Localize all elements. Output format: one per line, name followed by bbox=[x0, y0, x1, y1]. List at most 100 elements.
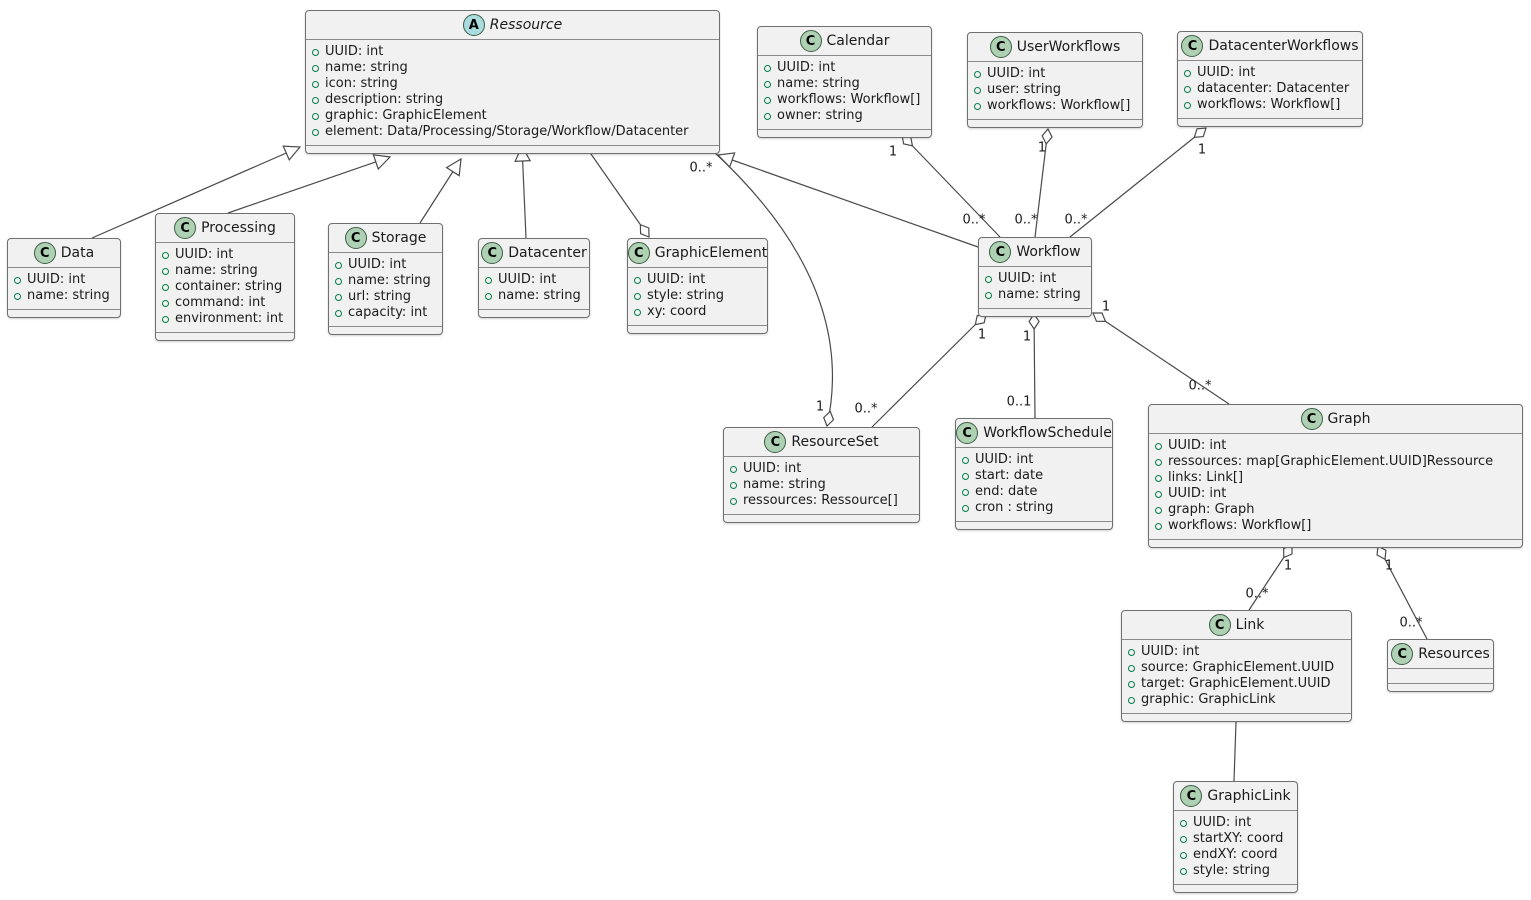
class-icon: C bbox=[764, 431, 787, 453]
aggregation-diamond-icon bbox=[1041, 127, 1053, 145]
field-visibility-icon bbox=[162, 251, 169, 259]
attribute-row: style: string bbox=[634, 288, 761, 304]
methods-compartment bbox=[979, 308, 1091, 316]
attribute-text: UUID: int bbox=[647, 272, 706, 287]
multiplicity-label: 1 bbox=[977, 327, 987, 343]
attribute-row: name: string bbox=[14, 288, 114, 304]
attribute-row: endXY: coord bbox=[1180, 847, 1291, 863]
field-visibility-icon bbox=[1184, 69, 1191, 77]
multiplicity-label: 1 bbox=[1037, 140, 1047, 156]
attribute-row: UUID: int bbox=[335, 257, 436, 273]
field-visibility-icon bbox=[764, 112, 771, 120]
class-icon: C bbox=[627, 242, 650, 264]
field-visibility-icon bbox=[1155, 442, 1162, 450]
attribute-text: style: string bbox=[1193, 863, 1271, 878]
attribute-text: workflows: Workflow[] bbox=[1168, 518, 1312, 533]
attribute-row: UUID: int bbox=[1155, 486, 1516, 502]
attribute-text: UUID: int bbox=[975, 452, 1034, 467]
class-name: ResourceSet bbox=[791, 434, 879, 450]
aggregation-diamond-icon bbox=[1028, 312, 1040, 331]
multiplicity-label: 0..* bbox=[962, 212, 986, 228]
attribute-row: source: GraphicElement.UUID bbox=[1128, 660, 1345, 676]
field-visibility-icon bbox=[1155, 506, 1162, 514]
attribute-text: UUID: int bbox=[175, 247, 234, 262]
attribute-text: UUID: int bbox=[1168, 438, 1227, 453]
field-visibility-icon bbox=[985, 291, 992, 299]
attribute-text: style: string bbox=[647, 288, 725, 303]
attribute-text: UUID: int bbox=[27, 272, 86, 287]
attribute-text: startXY: coord bbox=[1193, 831, 1284, 846]
methods-compartment bbox=[758, 129, 931, 137]
attribute-text: url: string bbox=[348, 289, 412, 304]
class-name: Workflow bbox=[1016, 244, 1081, 260]
field-visibility-icon bbox=[985, 275, 992, 283]
class-name: GraphicElement bbox=[654, 245, 768, 261]
attribute-text: cron : string bbox=[975, 500, 1054, 515]
multiplicity-label: 0..* bbox=[689, 160, 713, 176]
class-name: UserWorkflows bbox=[1016, 39, 1121, 55]
attribute-text: workflows: Workflow[] bbox=[987, 98, 1131, 113]
methods-compartment bbox=[306, 145, 719, 153]
attribute-row: workflows: Workflow[] bbox=[764, 92, 925, 108]
multiplicity-label: 0..* bbox=[1245, 586, 1269, 602]
abstract-class-icon: A bbox=[462, 14, 485, 36]
class-icon: C bbox=[33, 242, 56, 264]
field-visibility-icon bbox=[312, 64, 319, 72]
attribute-text: UUID: int bbox=[743, 461, 802, 476]
attribute-text: name: string bbox=[777, 76, 860, 91]
class-icon: C bbox=[174, 217, 197, 239]
field-visibility-icon bbox=[974, 86, 981, 94]
attribute-row: target: GraphicElement.UUID bbox=[1128, 676, 1345, 692]
attribute-text: command: int bbox=[175, 295, 266, 310]
multiplicity-label: 1 bbox=[815, 399, 825, 415]
field-visibility-icon bbox=[312, 80, 319, 88]
field-visibility-icon bbox=[1128, 664, 1135, 672]
attribute-row: startXY: coord bbox=[1180, 831, 1291, 847]
edge-workflow-workflowschedule bbox=[1033, 313, 1036, 419]
attribute-text: name: string bbox=[998, 287, 1081, 302]
attribute-text: graphic: GraphicElement bbox=[325, 108, 487, 123]
class-icon: C bbox=[1391, 643, 1414, 665]
field-visibility-icon bbox=[1128, 696, 1135, 704]
field-visibility-icon bbox=[962, 488, 969, 496]
attribute-text: name: string bbox=[27, 288, 110, 303]
attribute-text: workflows: Workflow[] bbox=[1197, 97, 1341, 112]
attribute-row: xy: coord bbox=[634, 304, 761, 320]
edge-ressource-resourceset bbox=[712, 150, 834, 427]
attribute-text: name: string bbox=[175, 263, 258, 278]
attribute-row: owner: string bbox=[764, 108, 925, 124]
attribute-row: ressources: map[GraphicElement.UUID]Ress… bbox=[1155, 454, 1516, 470]
attribute-text: UUID: int bbox=[777, 60, 836, 75]
field-visibility-icon bbox=[974, 102, 981, 110]
methods-compartment bbox=[628, 325, 767, 333]
multiplicity-label: 1 bbox=[1022, 329, 1032, 345]
class-icon: C bbox=[799, 30, 822, 52]
field-visibility-icon bbox=[730, 465, 737, 473]
attribute-row: UUID: int bbox=[985, 271, 1085, 287]
edge-userworkflows-workflow bbox=[1034, 128, 1049, 238]
methods-compartment bbox=[8, 309, 120, 317]
attribute-row: UUID: int bbox=[1155, 438, 1516, 454]
field-visibility-icon bbox=[1184, 85, 1191, 93]
attribute-row: icon: string bbox=[312, 76, 713, 92]
field-visibility-icon bbox=[764, 64, 771, 72]
multiplicity-label: 0..* bbox=[1064, 212, 1088, 228]
attribute-row: name: string bbox=[162, 263, 288, 279]
methods-compartment bbox=[956, 521, 1112, 529]
attribute-text: name: string bbox=[498, 288, 581, 303]
field-visibility-icon bbox=[14, 292, 21, 300]
